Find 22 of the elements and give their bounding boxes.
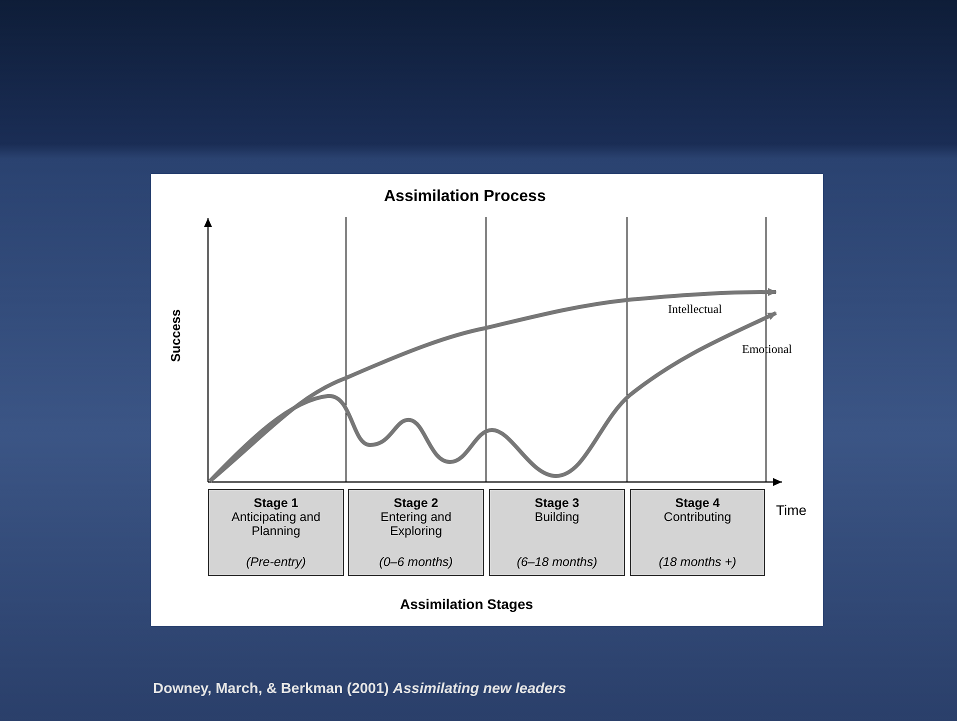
axis-title: Success xyxy=(168,309,183,362)
stage-title: Stage 3 xyxy=(534,496,580,510)
stage-duration: (Pre-entry) xyxy=(245,555,307,569)
stage-duration: (6–18 months) xyxy=(516,555,598,569)
citation: Downey, March, & Berkman (2001) Assimilating new leaders xyxy=(153,681,566,697)
stage-title: Stage 2 xyxy=(392,496,440,510)
stage-box xyxy=(208,489,344,576)
stage-name: Entering and Exploring xyxy=(380,510,452,538)
stage-name: Anticipating and Planning xyxy=(230,510,322,538)
stage-name: Building xyxy=(534,510,580,524)
stage-title: Stage 1 xyxy=(252,496,300,510)
stage-name: Contributing xyxy=(662,510,732,524)
chart-title: Assimilation Process xyxy=(384,188,546,206)
curve-label: Intellectual xyxy=(668,302,722,317)
stage-box xyxy=(348,489,484,576)
axis-title: Assimilation Stages xyxy=(400,596,534,612)
stage-duration: (18 months +) xyxy=(658,555,738,569)
stage-box xyxy=(630,489,765,576)
stage-box xyxy=(489,489,625,576)
axis-title: Time xyxy=(776,502,807,518)
stage-title: Stage 4 xyxy=(674,496,721,510)
stage-duration: (0–6 months) xyxy=(378,555,454,569)
